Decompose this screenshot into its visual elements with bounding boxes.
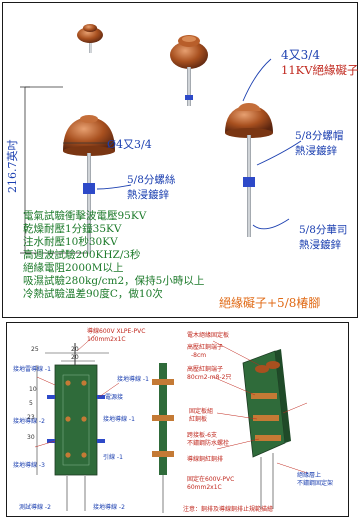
spec-line: 吸濕試驗280kg/cm2，保持5小時以上 xyxy=(23,275,205,287)
label: 接地雷導線 -1 xyxy=(13,366,51,373)
label: 接地導線 -1 xyxy=(117,376,149,383)
label: 100mm2x1C xyxy=(87,336,126,343)
label: 高壓紅銅端子 xyxy=(187,344,224,351)
spec-line: 注水耐壓10秒30KV xyxy=(23,236,118,248)
label: 導線銅紅銅排 xyxy=(187,456,224,463)
spec-line: 高週波試驗200KHZ/3秒 xyxy=(23,249,141,261)
screw-label-2: 熱浸鍍鋅 xyxy=(127,189,169,201)
dimension-lines xyxy=(36,352,109,475)
leader-lines xyxy=(34,334,308,474)
label: 不鏽鋼防水螺栓 xyxy=(187,440,230,447)
nut-label-2: 熱浸鍍鋅 xyxy=(295,145,337,157)
label: 高壓紅銅端子 xyxy=(187,366,224,373)
label: 接地導線 -3 xyxy=(13,462,45,469)
footer-note: 注意：銅排及導線銅排止規範描繪 xyxy=(183,506,274,513)
insulator-main xyxy=(63,115,115,254)
small-insulator xyxy=(77,24,103,53)
screw-label-1: 5/8分螺絲 xyxy=(127,174,176,186)
diameter-dimension-label: Ø4又3/4 xyxy=(107,138,152,151)
insulator-panel: 216.7英吋 Ø4又3/4 4又3/4 11KV絕緣礙子 5/8分螺帽 熱浸鍍… xyxy=(2,2,359,318)
spec-line: 絕緣電阻2000M以上 xyxy=(23,262,124,274)
nut-label-1: 5/8分螺帽 xyxy=(295,130,344,142)
insulator-right xyxy=(225,103,273,237)
dimension-value: 25 xyxy=(31,346,39,353)
dimension-value: 20 xyxy=(71,346,79,353)
board-side-view xyxy=(152,363,174,513)
spec-line: 電氣試驗衝擊波電壓95KV xyxy=(23,210,147,222)
dimension-value: 20 xyxy=(71,354,79,361)
label: 80cm2-m8-2只 xyxy=(187,374,232,381)
label: -8cm xyxy=(191,352,207,359)
washer-label-1: 5/8分華司 xyxy=(299,224,348,236)
label: 接地導線 -1 xyxy=(103,416,135,423)
label: 固定板組 xyxy=(189,408,214,415)
label: 接地導線 -2 xyxy=(93,504,125,511)
label: 電木絕緣固定板 xyxy=(187,332,230,339)
insulator-drawing xyxy=(20,24,302,254)
grounding-drawing xyxy=(34,334,308,513)
dimension-value: 23 xyxy=(27,414,35,421)
label: 跨接板-6支 xyxy=(187,432,217,439)
insulator-name-label: 11KV絕緣礙子 xyxy=(281,63,359,77)
label: 電源接 xyxy=(105,394,124,401)
label: 固定在600V-PVC xyxy=(187,476,235,483)
label: 60mm2x1C xyxy=(187,484,222,491)
height-dimension-label: 216.7英吋 xyxy=(6,139,19,194)
label: 測試導線 -2 xyxy=(19,504,51,511)
label: 紅銅板 xyxy=(189,416,208,423)
dimension-value: 5 xyxy=(29,400,33,407)
spec-line: 冷熱試驗溫差90度C，做10次 xyxy=(23,288,163,300)
label: 導線600V XLPE-PVC xyxy=(87,328,146,335)
height-dimension xyxy=(20,86,87,254)
label: 不鏽鋼固定架 xyxy=(297,480,334,487)
spec-line: 乾燥耐壓1分鐘35KV xyxy=(23,223,122,235)
callout-lines xyxy=(96,58,302,230)
board-3d-view xyxy=(242,349,291,509)
dimension-value: 10 xyxy=(29,386,37,393)
label: 引線 -1 xyxy=(103,454,123,461)
board-front-view xyxy=(47,343,105,511)
washer-label-2: 熱浸鍍鋅 xyxy=(299,239,341,251)
grounding-panel: 導線600V XLPE-PVC 100mm2x1C 接地雷導線 -1 接地導線 … xyxy=(6,322,349,517)
insulator-size-label: 4又3/4 xyxy=(281,48,320,62)
footer-title: 絕緣礙子+5/8椿腳 xyxy=(219,296,321,310)
label: 絕緣層上 xyxy=(297,472,322,479)
label: 接地導線 -2 xyxy=(13,418,45,425)
dimension-value: 30 xyxy=(27,434,35,441)
insulator-top-view xyxy=(170,35,208,106)
